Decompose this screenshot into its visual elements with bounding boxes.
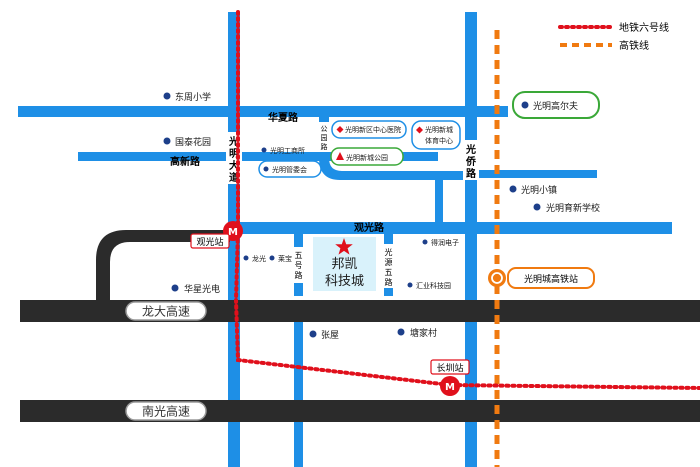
- poi-dongzhou-school[interactable]: 东周小学: [163, 91, 212, 103]
- station-hsr[interactable]: 光明城高铁站: [488, 267, 595, 289]
- poi-huaxing[interactable]: 华星光电: [171, 283, 221, 295]
- guangqiao-label-box: [463, 140, 479, 180]
- poi-deruan[interactable]: 得润电子: [422, 238, 460, 247]
- svg-text:光明工商所: 光明工商所: [270, 146, 305, 155]
- road-east-stub: [477, 170, 597, 178]
- vertical-road-labels: 光明大道 光侨路 公园路 五号路 光源五路: [226, 122, 479, 288]
- wuhao-label-box: [293, 247, 304, 283]
- svg-text:华星光电: 华星光电: [184, 283, 220, 295]
- poi-guanweihui[interactable]: 光明管委会: [258, 160, 322, 178]
- svg-text:光明新区中心医院: 光明新区中心医院: [345, 125, 401, 134]
- station-changqi[interactable]: M 长圳站: [430, 359, 470, 396]
- train-icon: [488, 269, 506, 287]
- station-label: 长圳站: [436, 362, 463, 374]
- hsr-station-label-box: [507, 267, 595, 289]
- svg-text:光明新城: 光明新城: [425, 125, 453, 134]
- svg-text:光明管委会: 光明管委会: [272, 165, 307, 174]
- svg-text:光明新城公园: 光明新城公园: [346, 153, 388, 162]
- road-guangqiao: [465, 12, 477, 467]
- poi-laibao[interactable]: 莱宝: [269, 254, 293, 263]
- poi-longguang[interactable]: 龙光: [243, 254, 267, 263]
- metro-line-6: [233, 10, 700, 390]
- metro-glyph: M: [445, 382, 455, 393]
- label-guangguang: 观光路: [354, 221, 385, 234]
- gongyuan-label-box: [319, 122, 329, 152]
- park-icon: [336, 152, 344, 160]
- road-south-stub: [294, 320, 303, 467]
- label-guangming-avenue: 光明大道: [228, 135, 239, 184]
- poi-hospital[interactable]: 光明新区中心医院: [331, 120, 407, 139]
- longda-expressway-band: [20, 300, 700, 322]
- poi-guotai-garden[interactable]: 国泰花园: [163, 136, 212, 148]
- road-gongyuan: [319, 117, 465, 180]
- road-connector: [435, 178, 443, 224]
- station-label-box: [430, 359, 470, 375]
- metro-glyph: M: [228, 227, 238, 238]
- longda-expressway-label: 龙大高速: [142, 304, 190, 319]
- legend-hsr-label: 高铁线: [619, 39, 649, 52]
- metro-icon: [440, 376, 460, 396]
- poi-tangjiacun[interactable]: 塘家村: [397, 327, 438, 339]
- landmark-name-1: 邦凯: [331, 257, 357, 272]
- svg-text:光明小镇: 光明小镇: [521, 184, 557, 196]
- label-huaxia: 华夏路: [268, 111, 299, 124]
- train-icon-inner: [491, 272, 503, 284]
- svg-text:得润电子: 得润电子: [431, 238, 459, 247]
- station-guanguang[interactable]: M 观光站: [190, 221, 243, 249]
- label-guangqiao: 光侨路: [465, 143, 477, 180]
- road-huaxia: [18, 106, 508, 117]
- svg-text:张屋: 张屋: [321, 330, 339, 341]
- nanguang-expressway-label: 南光高速: [142, 404, 190, 419]
- label-gaoxin: 高新路: [170, 155, 201, 168]
- landmark-name-2: 科技城: [325, 274, 364, 289]
- poi-huizhi[interactable]: 汇业科技园: [407, 281, 452, 290]
- svg-text:汇业科技园: 汇业科技园: [416, 281, 451, 290]
- road-guangguang: [240, 222, 672, 234]
- poi-sports-center[interactable]: 光明新城 体育中心: [411, 120, 461, 150]
- station-label-box: [190, 233, 230, 249]
- road-gaoxin: [78, 152, 438, 161]
- star-icon: [335, 238, 353, 255]
- svg-text:国泰花园: 国泰花园: [175, 136, 211, 148]
- poi-zhangwu[interactable]: 张屋: [309, 330, 340, 341]
- hospital-icon: [336, 126, 344, 133]
- svg-text:体育中心: 体育中心: [425, 136, 453, 145]
- label-wuhao: 五号路: [295, 251, 303, 280]
- label-guangyuan-wu: 光源五路: [385, 247, 393, 287]
- poi-gongshang[interactable]: 光明工商所: [261, 146, 306, 155]
- svg-text:光明高尔夫: 光明高尔夫: [533, 100, 578, 112]
- road-network: [18, 12, 672, 467]
- landmark-bangkai[interactable]: 邦凯 科技城: [313, 237, 376, 291]
- longda-label-pill: [125, 301, 207, 321]
- places: 东周小学 国泰花园 光明工商所 光明管委会 光明新区中心医院 光明新城 体育中心…: [163, 91, 601, 341]
- guangyuan-label-box: [383, 244, 394, 288]
- poi-golf[interactable]: 光明高尔夫: [512, 91, 600, 119]
- station-label: 观光站: [196, 236, 223, 248]
- svg-text:光明育新学校: 光明育新学校: [546, 202, 600, 214]
- poi-park[interactable]: 光明新城公园: [330, 147, 404, 166]
- legend-metro-label: 地铁六号线: [619, 21, 669, 34]
- poi-yuxin-school[interactable]: 光明育新学校: [533, 202, 601, 214]
- legend: 地铁六号线 高铁线: [558, 21, 669, 52]
- nanguang-label-pill: [125, 401, 207, 421]
- hsr-station-label: 光明城高铁站: [524, 273, 578, 285]
- expressways: 龙大高速 南光高速: [20, 230, 700, 422]
- svg-text:塘家村: 塘家村: [410, 327, 437, 339]
- svg-text:莱宝: 莱宝: [278, 254, 292, 263]
- road-labels: 华夏路 高新路 观光路: [170, 111, 385, 234]
- nanguang-expressway-band: [20, 400, 700, 422]
- poi-xiaozhen[interactable]: 光明小镇: [509, 184, 558, 196]
- sports-icon: [416, 126, 423, 134]
- svg-text:东周小学: 东周小学: [175, 91, 211, 103]
- label-gongyuan: 公园路: [321, 125, 328, 151]
- svg-text:龙光: 龙光: [252, 254, 266, 263]
